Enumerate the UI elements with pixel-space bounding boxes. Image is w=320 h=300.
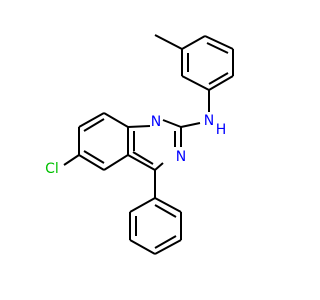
bond: [181, 75, 210, 91]
bond: [154, 197, 182, 213]
bond: [180, 122, 201, 128]
bond: [204, 35, 234, 50]
bond: [129, 239, 156, 255]
bond: [78, 154, 105, 171]
bond: [78, 112, 105, 128]
atom-label-cl: Cl: [45, 161, 59, 177]
structure-drawing: N N N H Cl: [45, 34, 234, 255]
bond: [206, 42, 229, 54]
bond: [208, 75, 234, 91]
atom-label-h: H: [216, 122, 227, 138]
bond: [181, 35, 206, 50]
bonds: [63, 34, 234, 255]
bond: [154, 162, 164, 171]
bond: [129, 197, 156, 213]
bond: [103, 154, 129, 171]
atom-label-nh: N: [204, 113, 214, 129]
bond: [154, 235, 177, 249]
bond: [103, 112, 129, 128]
atom-label-n1: N: [151, 114, 161, 130]
bond: [154, 204, 177, 218]
bond: [127, 154, 156, 171]
bond: [154, 34, 183, 50]
bond: [83, 118, 105, 132]
bond: [154, 239, 182, 255]
bond: [208, 72, 229, 85]
bond: [127, 125, 151, 128]
bond: [162, 119, 182, 128]
bond: [132, 151, 154, 165]
molecule-diagram: N N N H Cl: [45, 34, 234, 255]
bond: [63, 154, 80, 166]
atom-labels: N N N H Cl: [45, 113, 226, 177]
bond: [83, 150, 105, 164]
atom-label-n3: N: [176, 149, 186, 165]
